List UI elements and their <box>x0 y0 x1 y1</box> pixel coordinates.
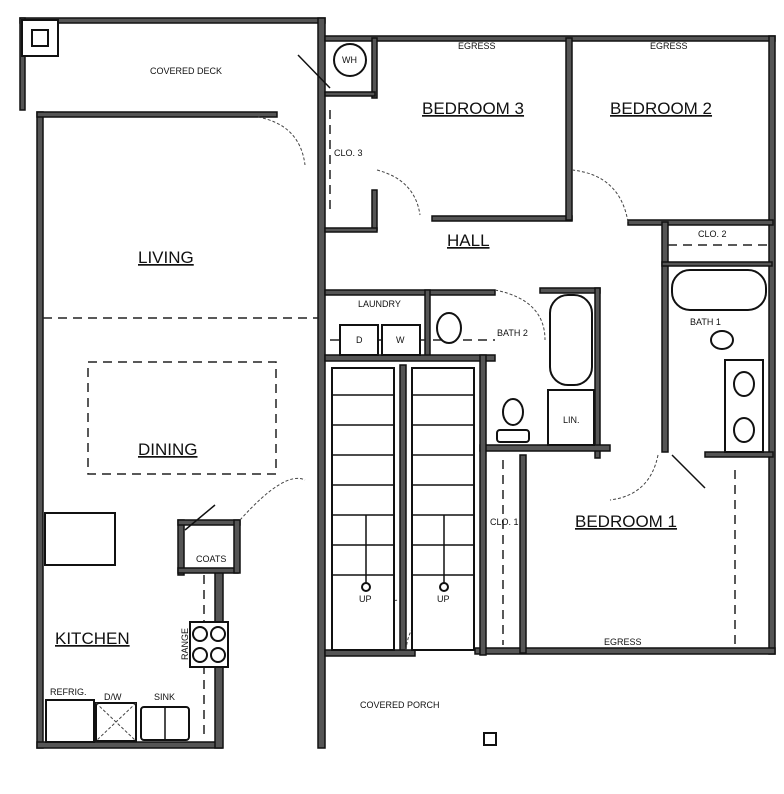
walls <box>19 17 776 749</box>
label-sink: SINK <box>154 692 175 702</box>
label-clo2: CLO. 2 <box>698 229 727 239</box>
label-covered-deck: COVERED DECK <box>150 66 222 76</box>
label-bath1: BATH 1 <box>690 317 721 327</box>
label-bath2: BATH 2 <box>497 328 528 338</box>
label-washer: W <box>396 335 405 345</box>
label-bedroom1: BEDROOM 1 <box>575 512 677 531</box>
label-clo3: CLO. 3 <box>334 148 363 158</box>
label-egress-3: EGRESS <box>604 637 642 647</box>
dining-table <box>87 361 277 475</box>
bathtub-2 <box>549 294 593 386</box>
label-living: LIVING <box>138 248 194 267</box>
water-heater <box>333 43 367 77</box>
label-dw: D/W <box>104 692 122 702</box>
label-laundry: LAUNDRY <box>358 299 401 309</box>
refrigerator <box>45 699 95 743</box>
label-coats: COATS <box>196 554 226 564</box>
label-kitchen: KITCHEN <box>55 629 130 648</box>
label-bedroom3: BEDROOM 3 <box>422 99 524 118</box>
label-dryer: D <box>356 335 363 345</box>
porch-post <box>483 732 497 746</box>
label-egress-1: EGRESS <box>458 41 496 51</box>
label-wh: WH <box>342 55 357 65</box>
label-refrig: REFRIG. <box>50 687 87 697</box>
label-clo1: CLO. 1 <box>490 517 519 527</box>
label-up-2: UP <box>437 594 450 604</box>
stairs <box>331 367 475 651</box>
label-up-1: UP <box>359 594 372 604</box>
label-hall: HALL <box>447 231 490 250</box>
label-lin: LIN. <box>563 415 580 425</box>
label-covered-porch: COVERED PORCH <box>360 700 440 710</box>
bathtub-1 <box>671 269 767 311</box>
label-egress-2: EGRESS <box>650 41 688 51</box>
kitchen-island <box>44 512 116 566</box>
label-dining: DINING <box>138 440 198 459</box>
label-range: RANGE <box>180 628 190 660</box>
label-bedroom2: BEDROOM 2 <box>610 99 712 118</box>
